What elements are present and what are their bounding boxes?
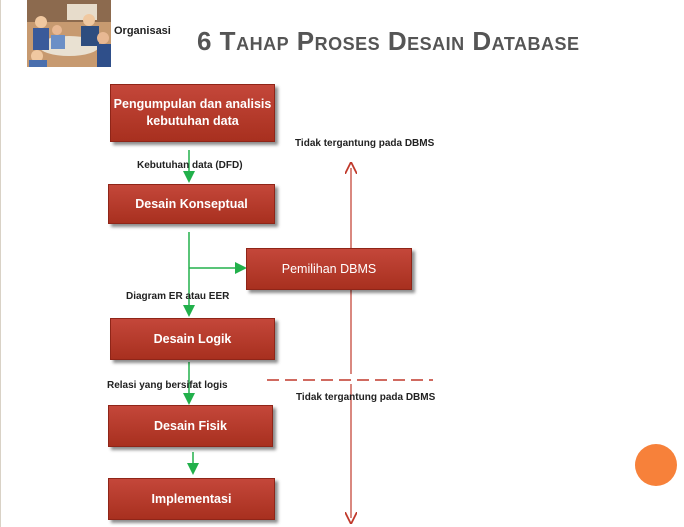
label-dfd: Kebutuhan data (DFD): [137, 160, 243, 171]
step-conceptual-design: Desain Konseptual: [108, 184, 275, 224]
step-requirements-analysis: Pengumpulan dan analisis kebutuhan data: [110, 84, 275, 142]
label-dbms-independent-bottom: Tidak tergantung pada DBMS: [296, 392, 436, 403]
step-implementation: Implementasi: [108, 478, 275, 520]
accent-dot: [635, 444, 677, 486]
label-dbms-independent: Tidak tergantung pada DBMS: [295, 138, 435, 149]
page-title: 6 Tahap Proses Desain Database: [197, 26, 580, 56]
step-dbms-selection: Pemilihan DBMS: [246, 248, 412, 290]
slide-border: [0, 0, 1, 527]
step-physical-design: Desain Fisik: [108, 405, 273, 447]
label-logical-relations: Relasi yang bersifat logis: [107, 380, 228, 391]
organization-label: Organisasi: [114, 25, 171, 37]
organization-photo: [27, 0, 111, 67]
label-er-diagram: Diagram ER atau EER: [126, 291, 230, 302]
step-logical-design: Desain Logik: [110, 318, 275, 360]
